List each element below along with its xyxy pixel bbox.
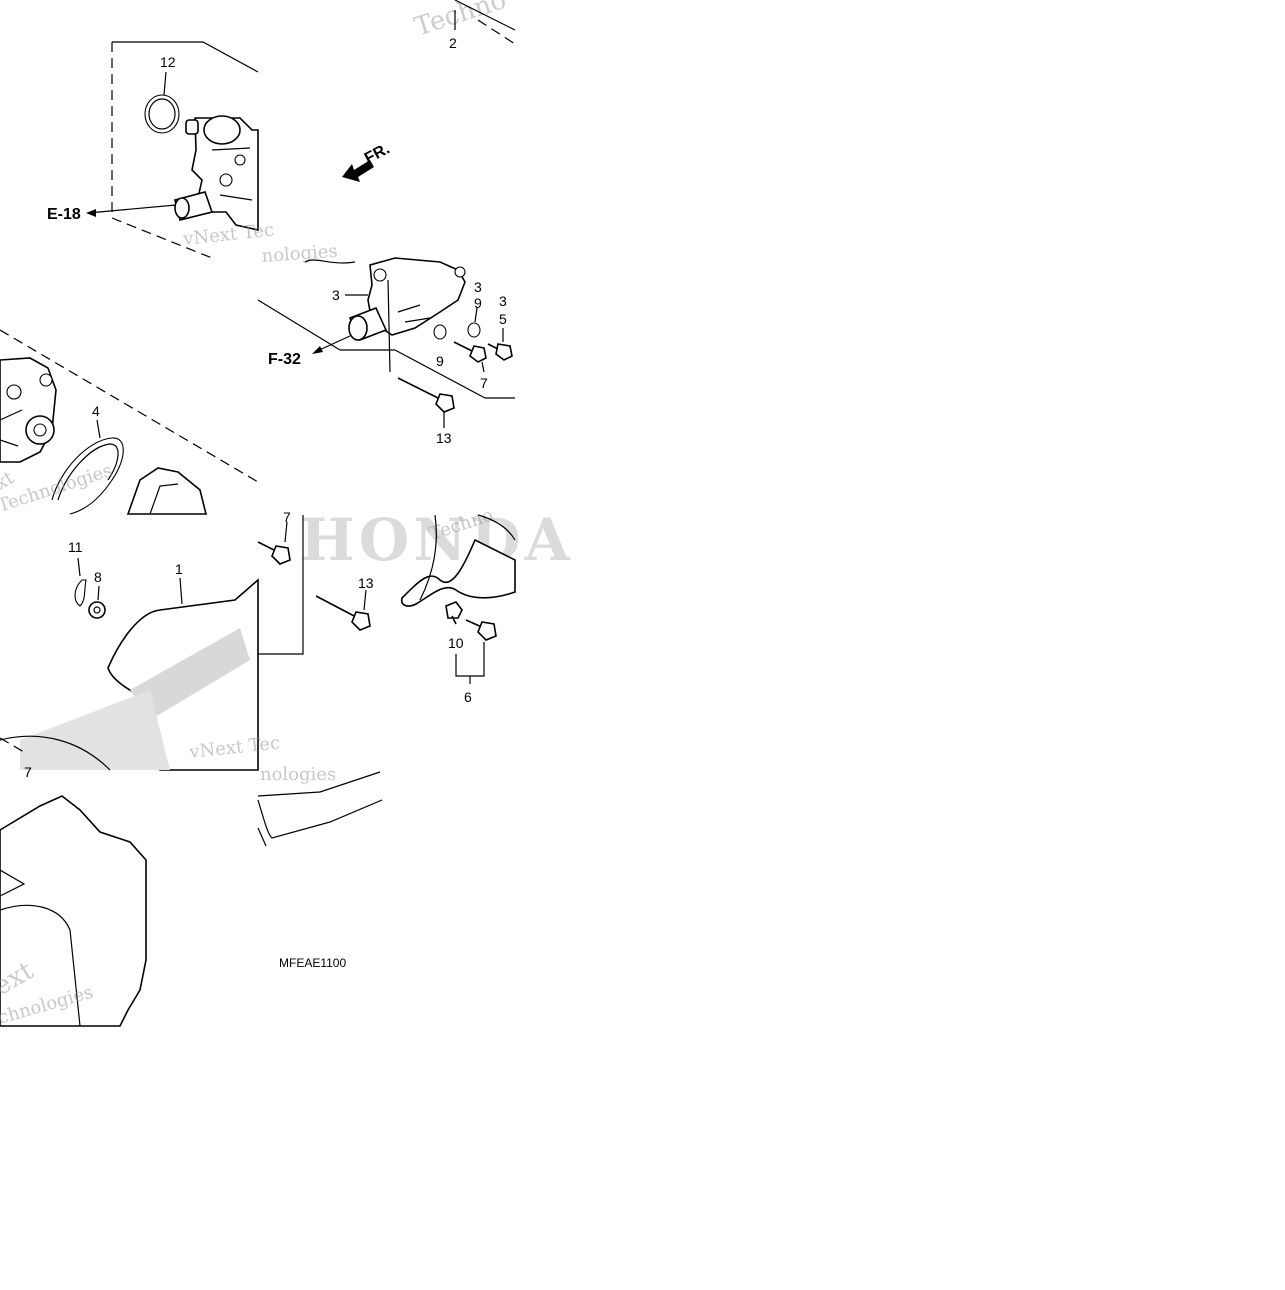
pump-cover-3 xyxy=(348,257,466,342)
callout-7: 7 xyxy=(24,764,32,780)
washer-8-hole xyxy=(93,606,101,614)
arrow-f32 xyxy=(312,346,323,354)
cover-1 xyxy=(0,578,259,771)
callout-9: 9 xyxy=(436,353,444,369)
front-arrow-icon xyxy=(342,160,374,182)
clip-11 xyxy=(74,579,87,607)
bolt-7 xyxy=(453,341,487,363)
callout-3: 3 xyxy=(332,287,340,303)
callout-13: 13 xyxy=(358,575,374,591)
frame-line xyxy=(258,515,304,655)
hose-edge xyxy=(304,259,356,264)
frame-dash xyxy=(0,329,259,483)
watermark: nologies xyxy=(260,764,336,785)
o-ring-4-inner xyxy=(57,443,119,501)
cover-detail xyxy=(0,869,26,897)
frame-line xyxy=(257,299,341,351)
callout-7: 7 xyxy=(480,375,488,391)
frame-line xyxy=(454,0,516,31)
cover-line xyxy=(257,771,381,797)
o-ring-12-inner xyxy=(148,98,176,130)
cover-line xyxy=(419,514,437,601)
watermark: nologies xyxy=(261,241,338,267)
leader-13 xyxy=(363,589,367,611)
tile-top-left: E-18 12 vNext Tec xyxy=(47,41,275,259)
leader-7 xyxy=(284,521,288,543)
cover-line xyxy=(477,514,516,541)
bolt-6 xyxy=(465,619,497,641)
tile-bottom-left: ext chnologies xyxy=(0,795,147,1029)
cover-line xyxy=(257,827,267,847)
tile-middle-right: nologies 3 F-32 9 9 3 xyxy=(257,241,515,446)
callout-4: 4 xyxy=(92,403,100,419)
frame-line xyxy=(394,349,486,399)
washer-9 xyxy=(467,322,481,338)
callout-3: 3 xyxy=(499,293,507,309)
watermark: Techno xyxy=(411,0,510,43)
fastener-10 xyxy=(445,601,463,625)
callout-10: 10 xyxy=(448,635,464,651)
bolt-7 xyxy=(257,541,291,565)
o-ring-12 xyxy=(144,94,180,134)
ref-e18: E-18 xyxy=(47,206,81,223)
leader-11 xyxy=(77,557,81,577)
leader-4 xyxy=(96,419,101,439)
cover-body xyxy=(0,795,147,1027)
tile-lower-right: HONDA Techno 7 13 10 xyxy=(257,505,570,785)
tile-bottom-right: MFEAE1100 xyxy=(257,771,383,970)
water-pump xyxy=(0,357,57,463)
callout-8: 8 xyxy=(94,569,102,585)
o-ring-4 xyxy=(51,437,124,515)
callout-7: 7 xyxy=(283,509,291,525)
frame-line xyxy=(112,41,259,73)
leader-8 xyxy=(97,585,100,601)
frame-dash xyxy=(0,737,25,753)
bolt-5 xyxy=(487,343,513,361)
washer-8 xyxy=(88,601,106,619)
frame-dash xyxy=(477,19,516,45)
callout-13: 13 xyxy=(436,430,452,446)
callout-3: 3 xyxy=(474,279,482,295)
cover-edge xyxy=(400,538,516,607)
tile-middle-left: 4 xt Technologies xyxy=(0,329,259,517)
washer-9 xyxy=(433,324,447,340)
leader-1 xyxy=(179,577,183,605)
diagram-code: MFEAE1100 xyxy=(279,956,346,970)
callout-5: 5 xyxy=(499,311,507,327)
cover-line xyxy=(257,799,383,839)
frame-dash xyxy=(111,217,213,259)
arrow-e18 xyxy=(86,209,96,217)
bolt-13 xyxy=(315,595,371,631)
leader-9 xyxy=(474,307,478,323)
leader-7 xyxy=(481,361,485,373)
leader-12 xyxy=(163,71,167,96)
leader-line xyxy=(387,279,391,373)
callout-2: 2 xyxy=(449,35,457,51)
tile-top-right: Techno 2 FR. xyxy=(342,0,516,182)
pump-cover-edge xyxy=(126,467,208,515)
tile-lower-left: 11 8 1 vNext Tec 7 xyxy=(0,539,281,780)
callout-11: 11 xyxy=(68,539,83,555)
ref-f32: F-32 xyxy=(268,351,301,368)
callout-6: 6 xyxy=(464,689,472,705)
callout-1: 1 xyxy=(175,561,183,577)
callout-12: 12 xyxy=(160,54,176,70)
cover-detail xyxy=(0,904,81,1027)
thermostat-housing xyxy=(174,115,259,232)
callout-9: 9 xyxy=(474,295,482,311)
leader-e18 xyxy=(87,204,177,214)
bolt-13 xyxy=(397,377,455,413)
